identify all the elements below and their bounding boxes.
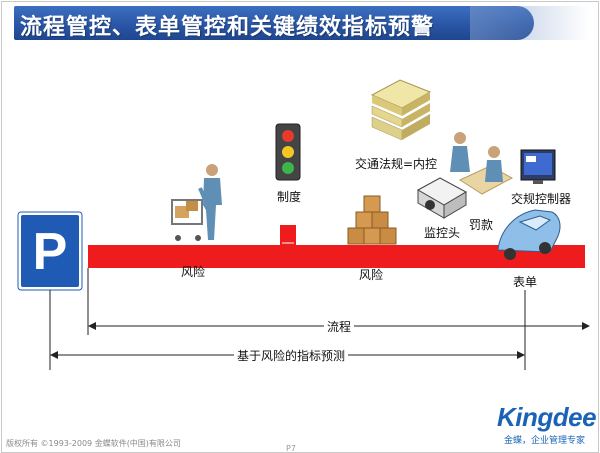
slide-title: 流程管控、表单管控和关键绩效指标预警 [20,15,435,40]
page-number: P7 [286,444,296,453]
shopping-cart-person-icon [171,164,222,241]
controller-label: 交规控制器 [511,192,572,206]
kingdee-slogan: 金蝶，企业管理专家 [504,436,586,446]
copyright-footer: 版权所有 ©1993-2009 金蝶软件(中国)有限公司 [6,439,181,448]
red-road [88,225,585,268]
parking-letter: P [33,223,68,281]
title-bar [14,6,534,40]
title-bar-fade [470,6,590,40]
fine-label: 罚款 [469,218,494,232]
car-icon [497,209,561,260]
risk-label-center: 风险 [359,268,384,282]
computer-monitor-icon [520,149,556,184]
risk-label-left: 风险 [181,265,206,279]
kingdee-logo: Kingdee [497,402,597,432]
books-stack-icon [370,79,432,141]
meeting-people-icon [450,132,514,195]
camera-label: 监控头 [424,226,461,240]
traffic-light-icon [275,123,301,181]
process-label: 流程 [324,318,355,335]
risk-indicator-label: 基于风险的指标预测 [234,347,349,364]
parking-sign-icon: P [17,211,83,370]
traffic-rules-label: 交通法规=内控 [355,157,438,171]
boxes-pile-icon [347,195,397,245]
system-label: 制度 [277,190,302,204]
camera-projector-icon [416,177,468,219]
form-label: 表单 [513,275,538,289]
